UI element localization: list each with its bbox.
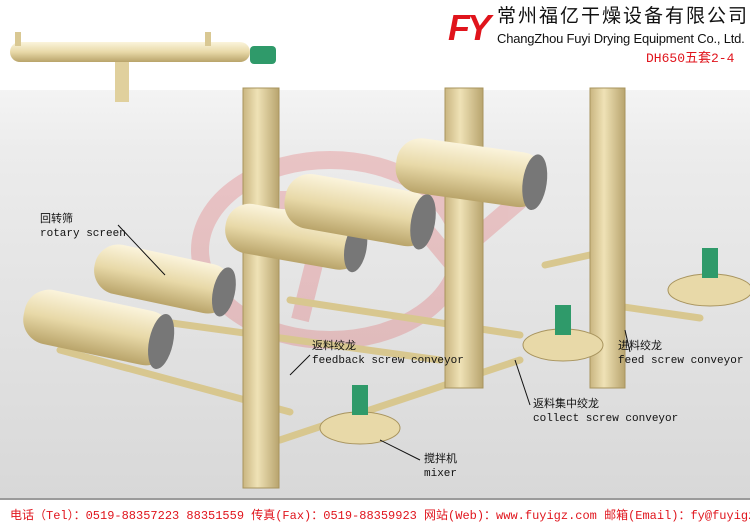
label-cn: 搅拌机 <box>424 454 457 466</box>
model-number: DH650五套2-4 <box>646 51 735 66</box>
mixers <box>319 248 750 445</box>
label-cn: 进料绞龙 <box>618 341 662 353</box>
company-logo: FY <box>448 7 491 48</box>
label-en: rotary screen <box>40 228 126 240</box>
label-en: feed screw conveyor <box>618 355 744 367</box>
label-mixer: 搅拌机 mixer <box>424 453 457 481</box>
label-cn: 返料集中绞龙 <box>533 399 599 411</box>
label-rotary-screen: 回转筛 rotary screen <box>40 213 126 241</box>
label-en: mixer <box>424 468 458 480</box>
label-cn: 返料绞龙 <box>312 341 356 353</box>
label-feedback-conveyor: 返料绞龙 feedback screw conveyor <box>312 340 464 368</box>
company-name-cn: 常州福亿干燥设备有限公司 <box>497 6 750 27</box>
company-name-en: ChangZhou Fuyi Drying Equipment Co., Ltd… <box>497 31 745 46</box>
contact-footer: 电话（Tel）：0519-88357223 88351559 传真(Fax)：0… <box>0 498 750 532</box>
label-en: collect screw conveyor <box>533 413 679 425</box>
label-cn: 回转筛 <box>40 214 73 226</box>
label-feed-conveyor: 进料绞龙 feed screw conveyor <box>618 340 743 368</box>
leader-lines <box>117 224 631 461</box>
label-collect-conveyor: 返料集中绞龙 collect screw conveyor <box>533 398 678 426</box>
bucket-elevators <box>242 87 626 489</box>
rotary-screens <box>23 138 548 369</box>
label-en: feedback screw conveyor <box>312 355 464 367</box>
contact-info: 电话（Tel）：0519-88357223 88351559 传真(Fax)：0… <box>10 509 750 523</box>
inset-screw-conveyor <box>10 32 276 102</box>
